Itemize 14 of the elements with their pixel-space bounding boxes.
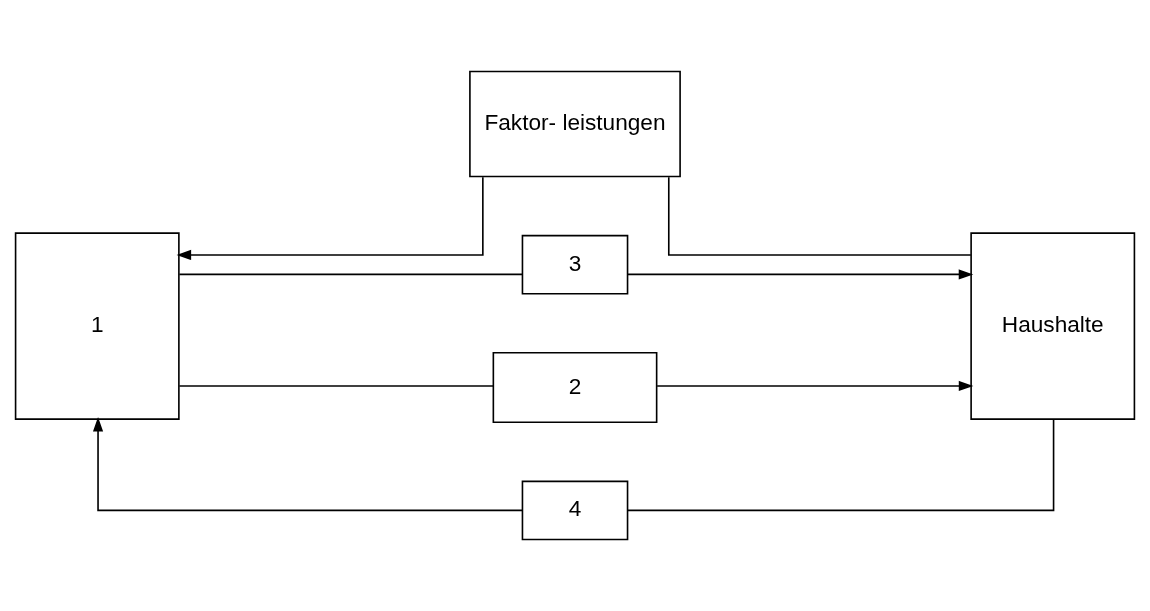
connector <box>667 176 972 256</box>
node-box: Faktor- leistungen <box>469 70 681 178</box>
connector <box>626 418 1055 512</box>
node-box: 4 <box>521 480 629 541</box>
connector <box>178 385 494 387</box>
node-box: 3 <box>521 234 629 295</box>
arrow <box>656 380 974 392</box>
arrow <box>627 269 974 280</box>
node-box: 1 <box>14 232 180 420</box>
arrow <box>176 176 484 261</box>
node-box: Haushalte <box>970 232 1136 420</box>
node-box: 2 <box>492 352 658 424</box>
connector <box>178 273 523 276</box>
arrow <box>92 416 523 512</box>
